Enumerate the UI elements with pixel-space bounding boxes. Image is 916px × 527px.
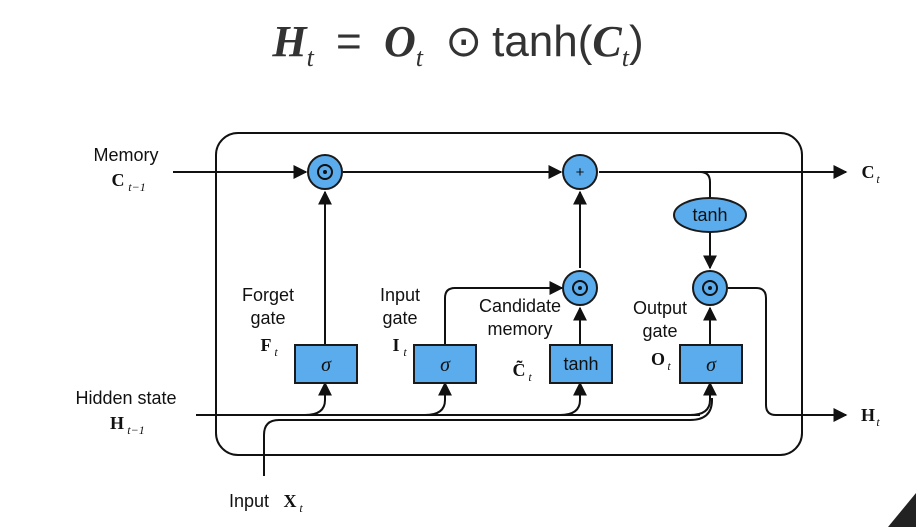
input-x-to-output-line [689,398,713,421]
forget-gate-block: σ [294,344,358,384]
formula-o-sub: t [415,42,423,72]
forget-gate-symbol: F [261,335,272,355]
input-x-line [263,419,690,476]
formula-o: O [383,17,416,66]
formula-h: H [272,17,307,66]
input-gate-subscript: t [403,345,407,359]
input-gate-label-line2: gate [382,308,417,328]
add-symbol: + [576,164,585,181]
formula-equals: = [336,17,362,66]
candidate-tanh: tanh [563,354,598,374]
add-node: + [562,154,598,190]
input-gate-symbol: I [392,335,399,355]
formula-close-paren: ) [629,17,644,66]
output-gate-subscript: t [667,359,671,373]
formula-c: C [592,17,622,66]
forget-gate-label-line1: Forget [242,285,294,305]
forget-multiply-node [307,154,343,190]
input-symbol: X [284,491,297,511]
input-subscript: t [299,501,303,515]
hidden-state-label: Hidden state [75,388,176,408]
hidden-output-symbol: H [861,405,875,425]
input-multiply-node [562,270,598,306]
memory-tanh-label: tanh [692,205,727,225]
input-gate-label-line1: Input [380,285,420,305]
candidate-memory-subscript: t [528,370,532,384]
lstm-cell-boundary [215,132,803,456]
formula-c-sub: t [621,42,629,72]
hidden-state-symbol: H [110,413,124,433]
input-gate-block: σ [413,344,477,384]
cell-output-subscript: t [876,172,880,186]
forget-gate-subscript: t [274,345,278,359]
output-gate-label-line2: gate [642,321,677,341]
candidate-memory-label-line2: memory [487,319,552,339]
corner-shadow [888,493,916,527]
output-sigma: σ [706,354,717,376]
connections [173,165,848,476]
memory-label: Memory [93,145,158,165]
candidate-memory-label-line1: Candidate [479,296,561,316]
forget-sigma: σ [321,354,332,376]
output-gate-symbol: O [651,349,665,369]
hidden-to-candidate-line [559,381,587,416]
formula-odot: ⊙ [445,17,483,66]
output-multiply-node [692,270,728,306]
memory-subscript: t−1 [128,180,145,194]
cell-output-symbol: C [862,162,875,182]
output-gate-block: σ [679,344,743,384]
forget-gate-label-line2: gate [250,308,285,328]
hidden-to-input-line [424,381,452,416]
formula-h-sub: t [306,42,314,72]
hidden-out-line [728,287,848,422]
hidden-output-subscript: t [876,415,880,429]
input-label: Input [229,491,269,511]
memory-to-tanh-line [699,171,711,198]
formula-tanh: tanh( [492,17,593,66]
hidden-to-forget-line [304,381,332,416]
output-gate-label-line1: Output [633,298,687,318]
hidden-state-subscript: t−1 [127,423,144,437]
input-sigma: σ [440,354,451,376]
candidate-memory-symbol: C̃ [513,360,526,380]
hidden-to-output-line [689,381,717,416]
memory-symbol: C [112,170,125,190]
candidate-tanh-block: tanh [549,344,613,384]
memory-tanh-ellipse: tanh [673,197,747,233]
input-gate-to-mult-line [444,281,564,344]
lstm-hidden-state-formula: Ht = Ot ⊙tanh(Ct) [0,14,916,74]
